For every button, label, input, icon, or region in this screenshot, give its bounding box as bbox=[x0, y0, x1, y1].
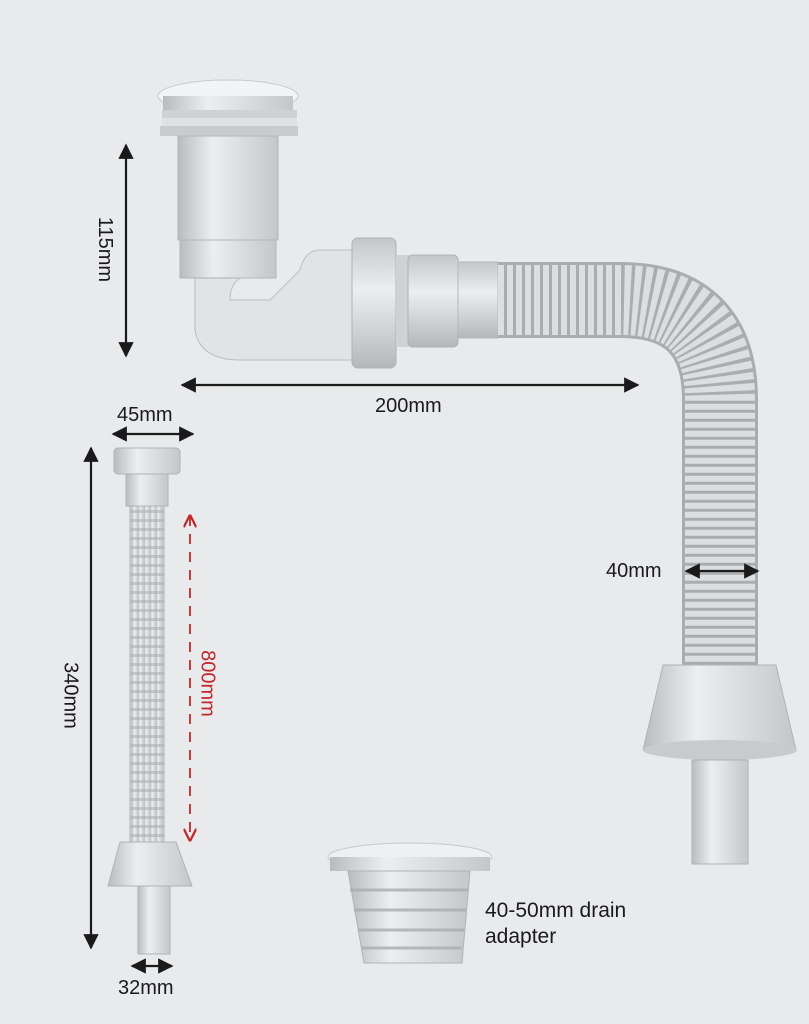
width-45-label: 45mm bbox=[117, 404, 173, 426]
dimension-lines bbox=[83, 143, 760, 974]
adapter-label-line2: adapter bbox=[485, 925, 557, 948]
width-200-label: 200mm bbox=[375, 395, 442, 417]
adapter-label-line1: 40-50mm drain bbox=[485, 899, 627, 922]
pop-up-waste-trap bbox=[157, 79, 499, 369]
drain-adapter bbox=[327, 842, 493, 964]
extension-hose bbox=[107, 447, 193, 955]
outlet-32-label: 32mm bbox=[118, 977, 174, 999]
corrugated-hose bbox=[498, 262, 797, 865]
height-115-label: 115mm bbox=[94, 216, 116, 283]
diameter-40-label: 40mm bbox=[606, 560, 662, 582]
length-800-label: 800mm bbox=[196, 650, 219, 717]
height-340-label: 340mm bbox=[59, 662, 82, 729]
